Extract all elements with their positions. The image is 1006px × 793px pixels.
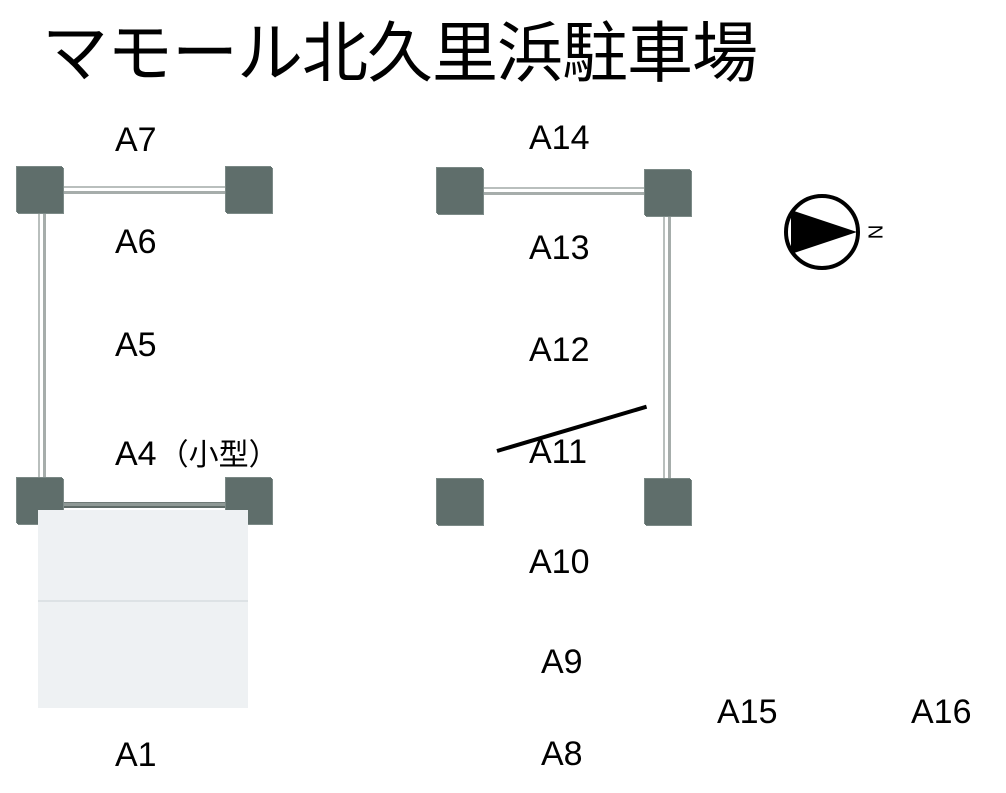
space-label-a1: A1 <box>115 736 157 774</box>
space-label-a7: A7 <box>115 121 157 159</box>
shaded-area <box>38 510 248 708</box>
page-title: マモール北久里浜駐車場 <box>42 15 758 92</box>
space-label-a12: A12 <box>529 331 590 369</box>
pillar-left-top-left <box>17 167 63 213</box>
space-label-a15: A15 <box>717 693 778 731</box>
space-label-a16: A16 <box>911 693 972 731</box>
space-label-a14: A14 <box>529 119 590 157</box>
space-label-a6: A6 <box>115 223 157 261</box>
beam-left-vertical <box>38 210 46 478</box>
compass-north-label: N <box>864 225 886 239</box>
pillar-middle-bottom-right <box>645 479 691 525</box>
pillar-middle-top-left <box>437 168 483 214</box>
pillar-left-top-right <box>226 167 272 213</box>
space-label-a4-note: （小型） <box>158 438 279 473</box>
pillar-middle-top-right <box>645 170 691 216</box>
space-label-a9: A9 <box>541 643 583 681</box>
space-label-a5: A5 <box>115 326 157 364</box>
space-label-a10: A10 <box>529 543 590 581</box>
space-label-a13: A13 <box>529 229 590 267</box>
space-label-a4: A4（小型） <box>115 434 279 476</box>
shaded-area-divider <box>38 600 248 602</box>
space-label-a4-id: A4 <box>115 435 157 473</box>
beam-left-bottom <box>60 502 232 508</box>
north-arrow-compass-icon: N <box>784 194 886 270</box>
beam-left-top <box>60 186 232 194</box>
beam-middle-vertical <box>663 212 671 480</box>
pillar-middle-bottom-left <box>437 479 483 525</box>
space-label-a8: A8 <box>541 735 583 773</box>
beam-middle-top <box>480 187 648 195</box>
